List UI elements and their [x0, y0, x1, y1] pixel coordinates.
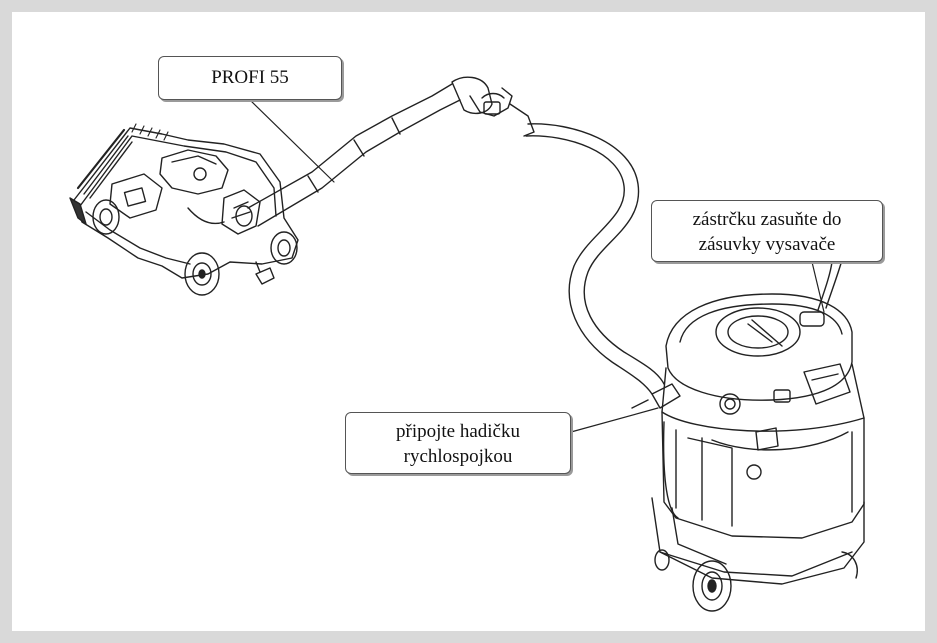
plug-pointer — [811, 261, 825, 313]
line-drawing — [69, 76, 865, 612]
model-label-text: PROFI 55 — [211, 67, 289, 88]
plug-instruction-line-1: zástrčku zasuňte do — [692, 209, 842, 230]
model-label: PROFI 55 — [158, 56, 342, 100]
handle-tube — [247, 76, 535, 227]
hose-instruction-label: připojte hadičku rychlospojkou — [345, 412, 571, 474]
hose-instruction-line-1: připojte hadičku — [396, 421, 520, 442]
plug-instruction-label: zástrčku zasuňte do zásuvky vysavače — [651, 200, 883, 262]
hose-pointer — [570, 407, 659, 433]
vacuum-cleaner — [631, 259, 865, 612]
suction-hose — [525, 123, 665, 395]
plug-instruction-line-2: zásuvky vysavače — [698, 234, 836, 255]
floor-machine — [69, 123, 299, 296]
hose-instruction-line-2: rychlospojkou — [403, 446, 513, 467]
model-pointer — [249, 99, 335, 183]
illustration-frame: PROFI 55 zástrčku zasuňte do zásuvky vys… — [12, 12, 925, 631]
